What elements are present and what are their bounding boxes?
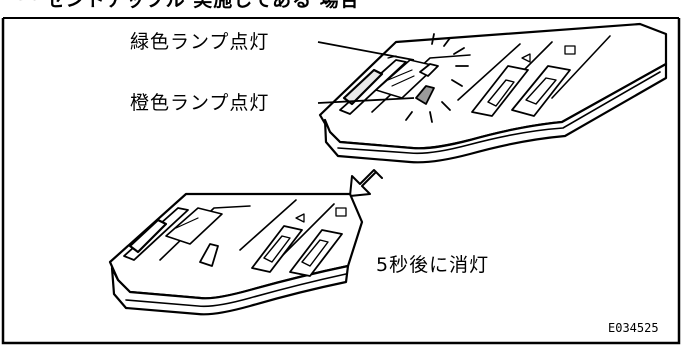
card-mark-icon [564, 45, 576, 55]
down-arrow-icon [349, 169, 383, 197]
green-lamp-icon [419, 63, 439, 77]
speaker-mark-icon [521, 53, 531, 63]
green-lamp-leader [317, 41, 415, 61]
green-lamp-label: 緑色ランプ点灯 [130, 31, 270, 53]
orange-lamp-leader [317, 97, 415, 104]
console-after [108, 192, 364, 316]
off-after-label: 5秒後に消灯 [376, 254, 490, 276]
orange-lamp-label: 橙色ランプ点灯 [130, 92, 270, 114]
orange-lamp-icon [415, 85, 435, 105]
section-heading: ー セントナップル 実施してある 場合 [18, 0, 360, 11]
console-before-front [323, 62, 668, 164]
unlit-lamp-icon [199, 243, 219, 267]
console-after-front [110, 264, 350, 316]
console-before [318, 22, 668, 164]
lamp-glow-rays [405, 33, 469, 123]
figure-border [1, 18, 681, 345]
figure-code: E034525 [608, 321, 659, 335]
